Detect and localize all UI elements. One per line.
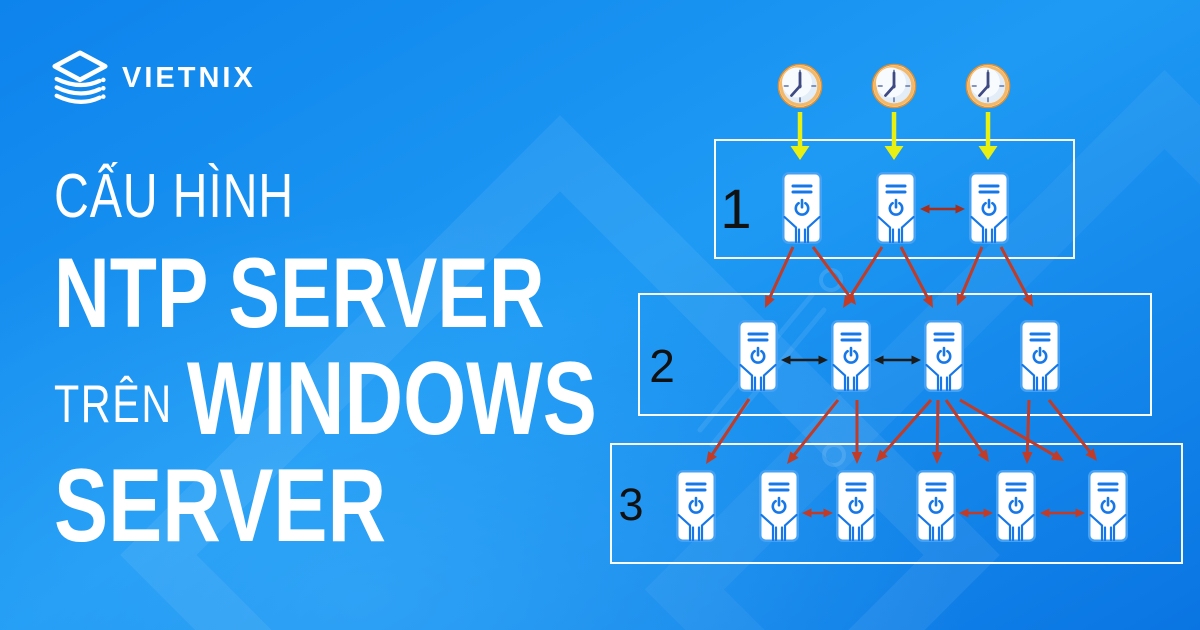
time-flow-arrow (959, 398, 1064, 461)
stratum-3-box (610, 443, 1183, 564)
time-flow-arrow (787, 399, 840, 464)
vietnix-logo-icon (52, 50, 108, 104)
server-icon (758, 469, 800, 543)
server-icon (915, 469, 957, 543)
time-flow-arrow (944, 399, 989, 462)
time-flow-arrow (876, 399, 933, 462)
server-icon (1087, 469, 1129, 543)
peer-sync-arrow (802, 508, 833, 518)
time-flow-arrow (765, 246, 795, 308)
title-line-4: SERVER (54, 448, 387, 564)
server-icon (830, 319, 872, 393)
clock-icon (776, 62, 824, 110)
server-icon (995, 469, 1037, 543)
server-icon (968, 171, 1010, 245)
vietnix-logo-text: VIETNIX (122, 61, 256, 94)
vietnix-logo: VIETNIX (52, 50, 256, 106)
stratum-label-3: 3 (618, 479, 643, 530)
title-line-3-small: TRÊN (54, 375, 173, 434)
clock-sync-arrow (978, 112, 998, 160)
peer-sync-arrow (874, 355, 921, 365)
peer-sync-arrow (959, 508, 993, 518)
time-flow-arrow (706, 398, 751, 464)
peer-sync-arrow (920, 204, 965, 214)
server-icon (835, 469, 877, 543)
stratum-2-box (638, 293, 1152, 416)
title-line-3: TRÊN WINDOWS (54, 347, 750, 451)
stratum-label-2: 2 (649, 340, 675, 392)
time-flow-arrow (931, 399, 943, 464)
time-flow-arrow (851, 400, 863, 464)
clock-sync-arrow (884, 112, 904, 160)
time-flow-arrow (843, 246, 884, 308)
clock-sync-arrow (790, 112, 810, 160)
server-icon (675, 469, 717, 543)
clock-icon (870, 62, 918, 110)
peer-sync-arrow (1040, 508, 1085, 518)
time-flow-arrow (899, 246, 933, 308)
server-icon (781, 171, 823, 245)
time-flow-arrow (1022, 399, 1033, 464)
time-flow-arrow (999, 246, 1033, 307)
server-icon (737, 319, 779, 393)
time-flow-arrow (1047, 399, 1097, 461)
title-line-2: NTP SERVER (54, 237, 545, 348)
title-line-1: CẤU HÌNH (54, 162, 294, 231)
server-icon (1019, 319, 1061, 393)
stratum-label-1: 1 (720, 177, 751, 240)
peer-sync-arrow (781, 355, 828, 365)
server-icon (875, 171, 917, 245)
clock-icon (964, 62, 1012, 110)
server-icon (923, 319, 965, 393)
title-line-3-big: WINDOWS (186, 341, 597, 457)
time-flow-arrow (956, 246, 984, 306)
